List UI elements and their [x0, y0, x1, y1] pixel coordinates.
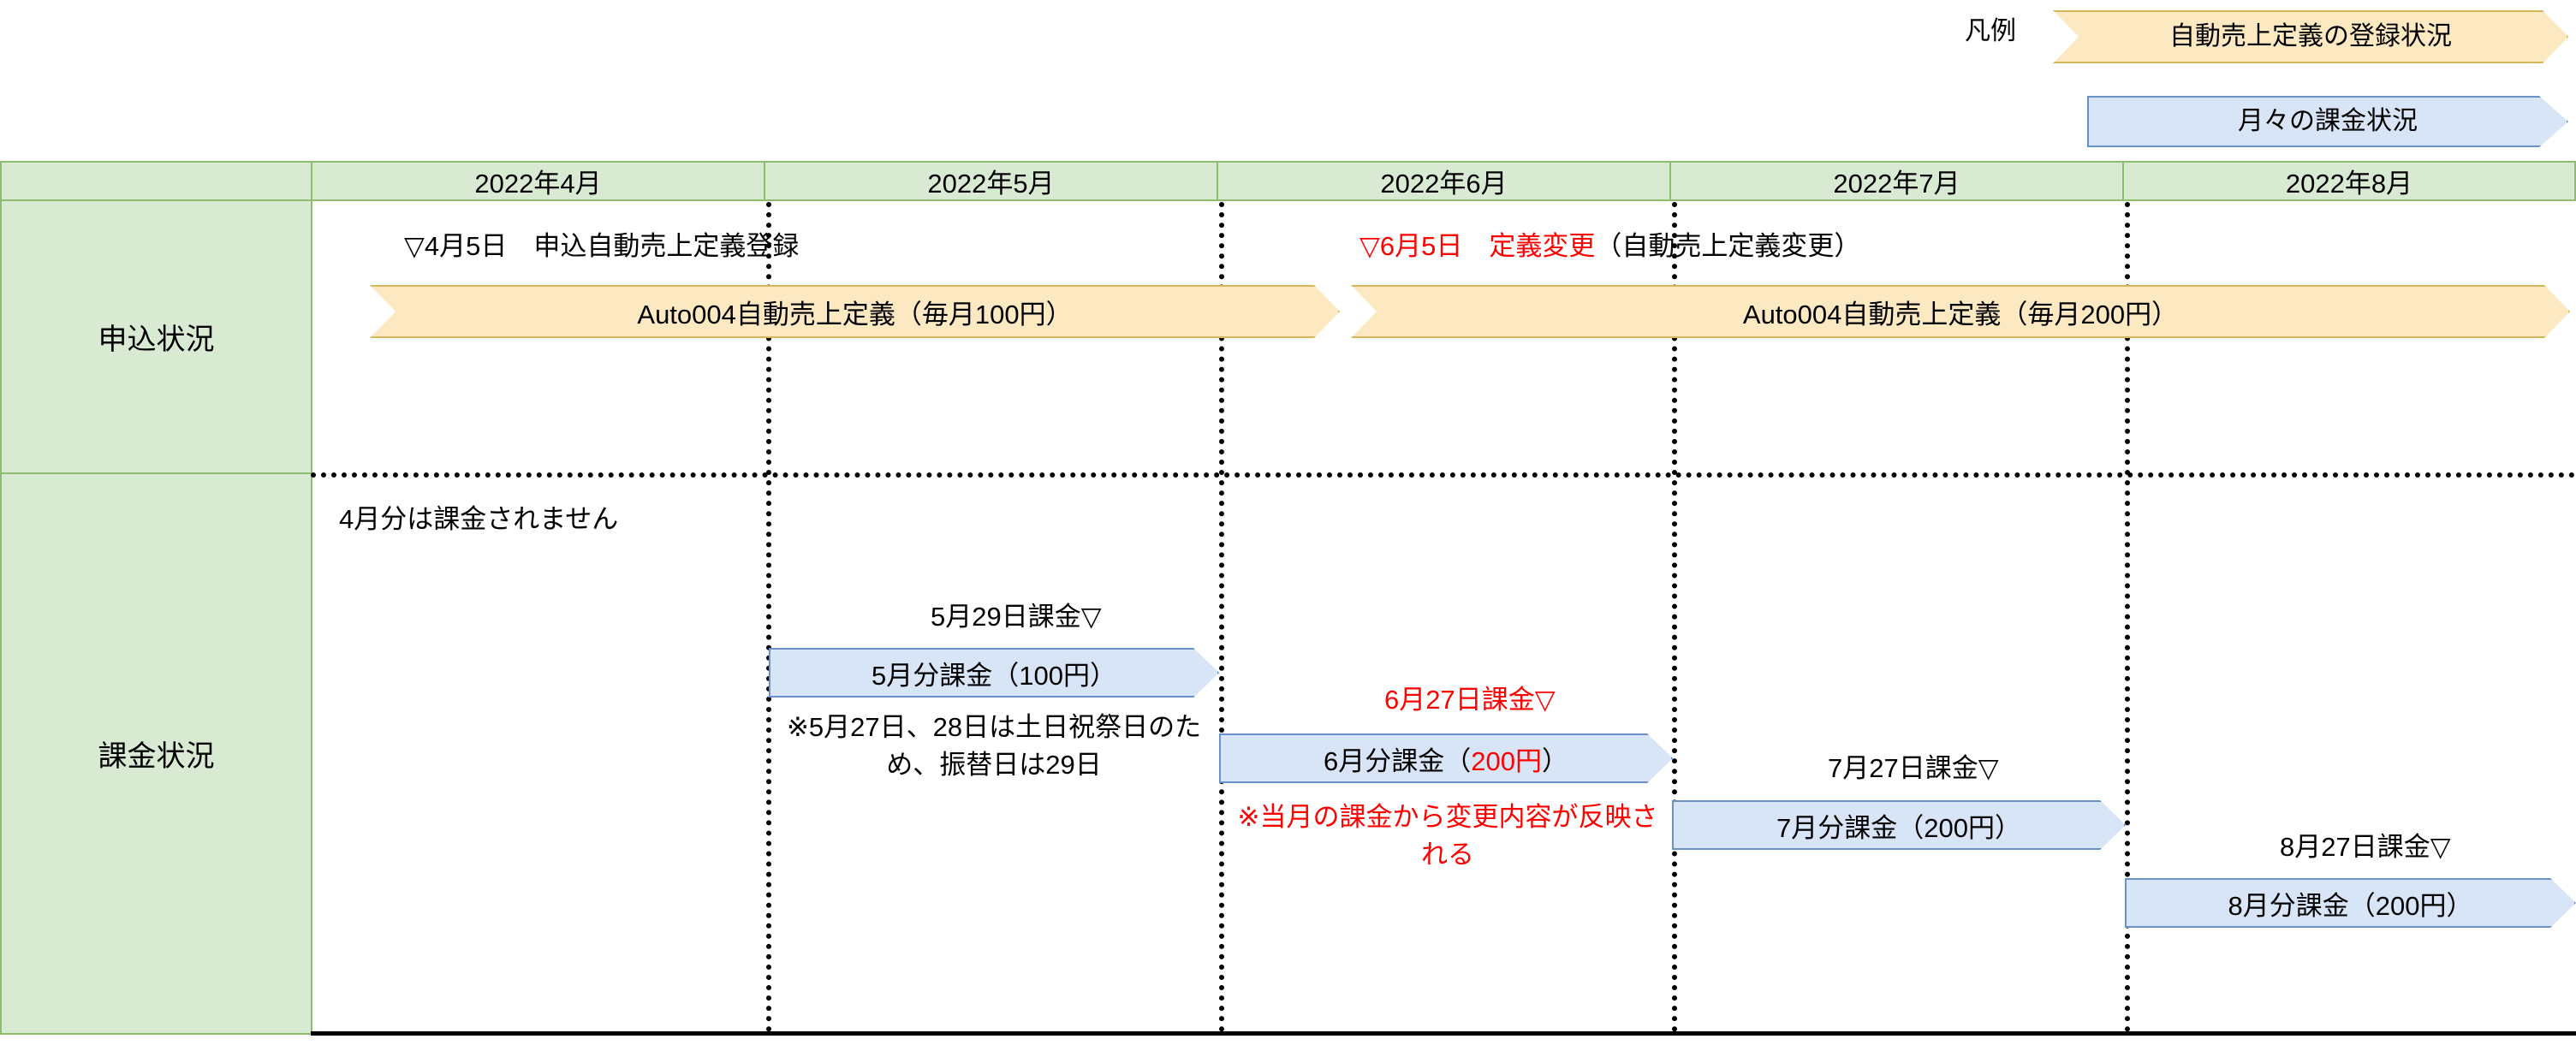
- row-label-application-status: 申込状況: [0, 199, 312, 474]
- auto-definition-bar-100yen: Auto004自動売上定義（毎月100円）: [370, 285, 1340, 338]
- column-header-2022-05: 2022年5月: [764, 161, 1218, 201]
- month-separator-apr-may: [766, 202, 771, 1032]
- column-header-2022-06: 2022年6月: [1217, 161, 1671, 201]
- billing-bar-august: 8月分課金（200円）: [2125, 878, 2576, 928]
- billing-bar-june-label-black: 6月分課金（: [1324, 745, 1472, 776]
- legend: 凡例 自動売上定義の登録状況 月々の課金状況: [1943, 3, 2568, 154]
- column-header-2022-08: 2022年8月: [2122, 161, 2576, 201]
- column-header-2022-07: 2022年7月: [1669, 161, 2124, 201]
- billing-bar-june-label-red: 200円: [1471, 745, 1542, 776]
- billing-bar-june: 6月分課金（200円）: [1219, 733, 1673, 783]
- month-separator-jul-aug: [2125, 202, 2130, 1032]
- billing-bar-august-label: 8月分課金（200円）: [2228, 890, 2473, 921]
- auto-definition-bar-100yen-label: Auto004自動売上定義（毎月100円）: [637, 299, 1073, 330]
- billing-footnote-may: ※5月27日、28日は土日祝祭日のため、振替日は29日: [786, 712, 1202, 780]
- month-separator-may-jun: [1219, 202, 1224, 1032]
- table-corner-cell: [0, 161, 312, 201]
- billing-mark-may: 5月29日課金▽: [931, 602, 1102, 632]
- body-row-divider: [311, 472, 2576, 478]
- billing-bar-may: 5月分課金（100円）: [769, 648, 1219, 698]
- billing-footnote-june: ※当月の課金から変更内容が反映される: [1237, 802, 1658, 870]
- application-note-june-red: ▽6月5日 定義変更: [1359, 231, 1596, 261]
- legend-auto-billing-definition-label: 自動売上定義の登録状況: [2169, 22, 2452, 50]
- table-bottom-rule: [311, 1031, 2576, 1036]
- auto-definition-bar-200yen-label: Auto004自動売上定義（毎月200円）: [1742, 299, 2179, 330]
- billing-mark-august: 8月27日課金▽: [2280, 832, 2451, 862]
- billing-note-april: 4月分は課金されません: [339, 504, 619, 534]
- billing-bar-june-label: 6月分課金（200円）: [1324, 739, 1568, 778]
- application-note-june: ▽6月5日 定義変更（自動売上定義変更）: [1359, 228, 1860, 265]
- billing-bar-june-label-tail: ）: [1541, 745, 1568, 776]
- row-label-billing-status: 課金状況: [0, 472, 312, 1035]
- column-header-2022-04: 2022年4月: [311, 161, 765, 201]
- legend-title: 凡例: [1965, 17, 2016, 45]
- billing-mark-june: 6月27日課金▽: [1384, 685, 1556, 715]
- legend-monthly-billing-label: 月々の課金状況: [2238, 107, 2418, 135]
- application-note-june-black: （自動売上定義変更）: [1595, 231, 1861, 261]
- billing-mark-july: 7月27日課金▽: [1828, 753, 1999, 783]
- billing-bar-july-label: 7月分課金（200円）: [1776, 812, 2021, 843]
- month-separator-jun-jul: [1672, 202, 1677, 1032]
- timeline-table: 2022年4月 2022年5月 2022年6月 2022年7月 2022年8月 …: [0, 161, 2576, 1036]
- application-note-april: ▽4月5日 申込自動売上定義登録: [404, 231, 800, 261]
- billing-bar-may-label: 5月分課金（100円）: [872, 660, 1116, 691]
- auto-definition-bar-200yen: Auto004自動売上定義（毎月200円）: [1351, 285, 2570, 338]
- legend-auto-billing-definition-chevron: 自動売上定義の登録状況: [2053, 10, 2568, 63]
- legend-monthly-billing-arrow: 月々の課金状況: [2087, 96, 2568, 147]
- billing-bar-july: 7月分課金（200円）: [1672, 800, 2126, 850]
